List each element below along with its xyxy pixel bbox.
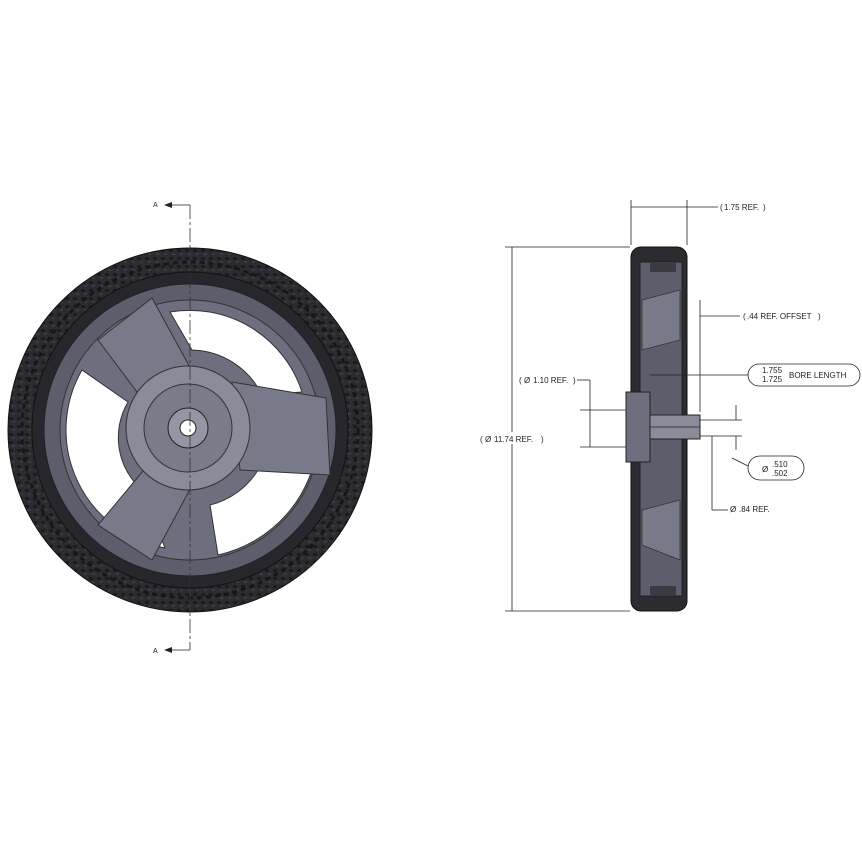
rib (650, 262, 676, 272)
bore-diameter-upper: .510 (772, 460, 788, 469)
section-label-top: A (153, 202, 158, 209)
bore-length-label: BORE LENGTH (789, 371, 847, 380)
dimension-offset: ( .44 REF. OFFSET ) (699, 300, 821, 412)
svg-text:): ) (818, 312, 821, 321)
svg-text:(: ( (743, 312, 746, 321)
svg-text:(: ( (519, 376, 522, 385)
svg-text:): ) (541, 435, 544, 444)
hub-diameter: 1.10 REF. (533, 376, 568, 385)
bore-length-lower: 1.725 (762, 375, 783, 384)
section-line: A A (153, 202, 191, 655)
dimension-width: ( 1.75 REF. ) (630, 200, 766, 245)
rib (650, 586, 676, 596)
svg-text:(: ( (480, 435, 483, 444)
bore-length-balloon (747, 363, 861, 387)
bore-diameter-balloon (747, 455, 805, 481)
width-dimension: 1.75 REF. (724, 203, 759, 212)
overall-diameter: 11.74 REF. (494, 435, 533, 444)
bore-diameter-lower: .502 (772, 469, 788, 478)
svg-text:): ) (573, 376, 576, 385)
hub-diameter-symbol: Ø (524, 376, 530, 385)
dimension-shaft-diameter: Ø .84 REF. (711, 436, 770, 514)
dimension-hub-diameter: ( Ø 1.10 REF. ) (519, 376, 626, 448)
dimension-bore-length: 1.755 1.725 BORE LENGTH (650, 363, 861, 387)
hub-side (625, 391, 651, 463)
svg-text:): ) (763, 203, 766, 212)
bore-length-upper: 1.755 (762, 366, 783, 375)
bore-diameter-symbol: Ø (762, 465, 768, 474)
shaft-diameter: .84 REF. (739, 505, 770, 514)
rim-opening (169, 309, 303, 396)
rib (641, 289, 681, 351)
dimension-overall-diameter: ( Ø 11.74 REF. ) (479, 246, 630, 612)
section-label-bottom: A (153, 648, 158, 655)
dimension-bore-diameter: Ø .510 .502 (700, 405, 805, 481)
overall-diameter-symbol: Ø (485, 435, 491, 444)
bore-hole (179, 419, 197, 437)
svg-text:(: ( (720, 203, 723, 212)
shaft-diameter-symbol: Ø (730, 505, 736, 514)
side-view (625, 246, 701, 612)
rib (641, 499, 681, 561)
offset-dimension: .44 REF. OFFSET (747, 312, 812, 321)
